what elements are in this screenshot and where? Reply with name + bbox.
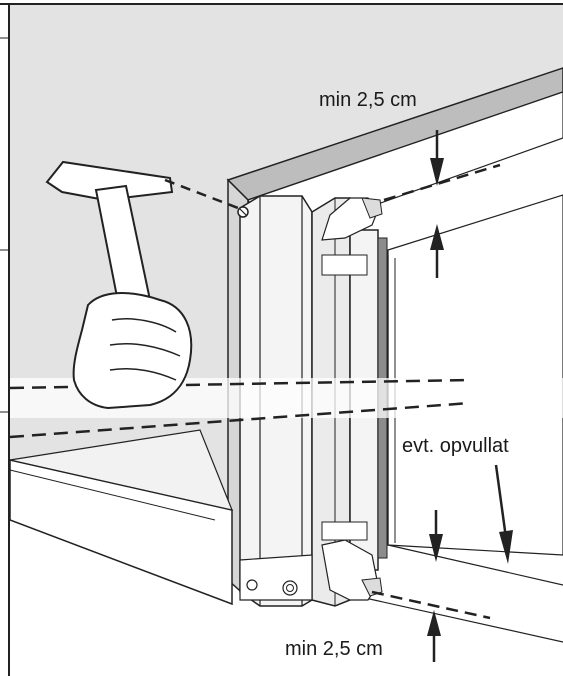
cabinet-niche	[226, 67, 563, 643]
page-frame	[0, 3, 563, 676]
hammer-hand-icon	[45, 160, 239, 410]
bottom-clearance-marker	[371, 590, 491, 662]
wall	[10, 5, 563, 560]
filler-note-label: evt. opvullat	[402, 435, 509, 457]
filler-marker	[429, 464, 513, 564]
worktop	[9, 429, 233, 606]
bottom-clearance-label: min 2,5 cm	[285, 638, 383, 660]
top-clearance-marker	[383, 130, 501, 278]
top-clearance-label: min 2,5 cm	[319, 89, 417, 111]
